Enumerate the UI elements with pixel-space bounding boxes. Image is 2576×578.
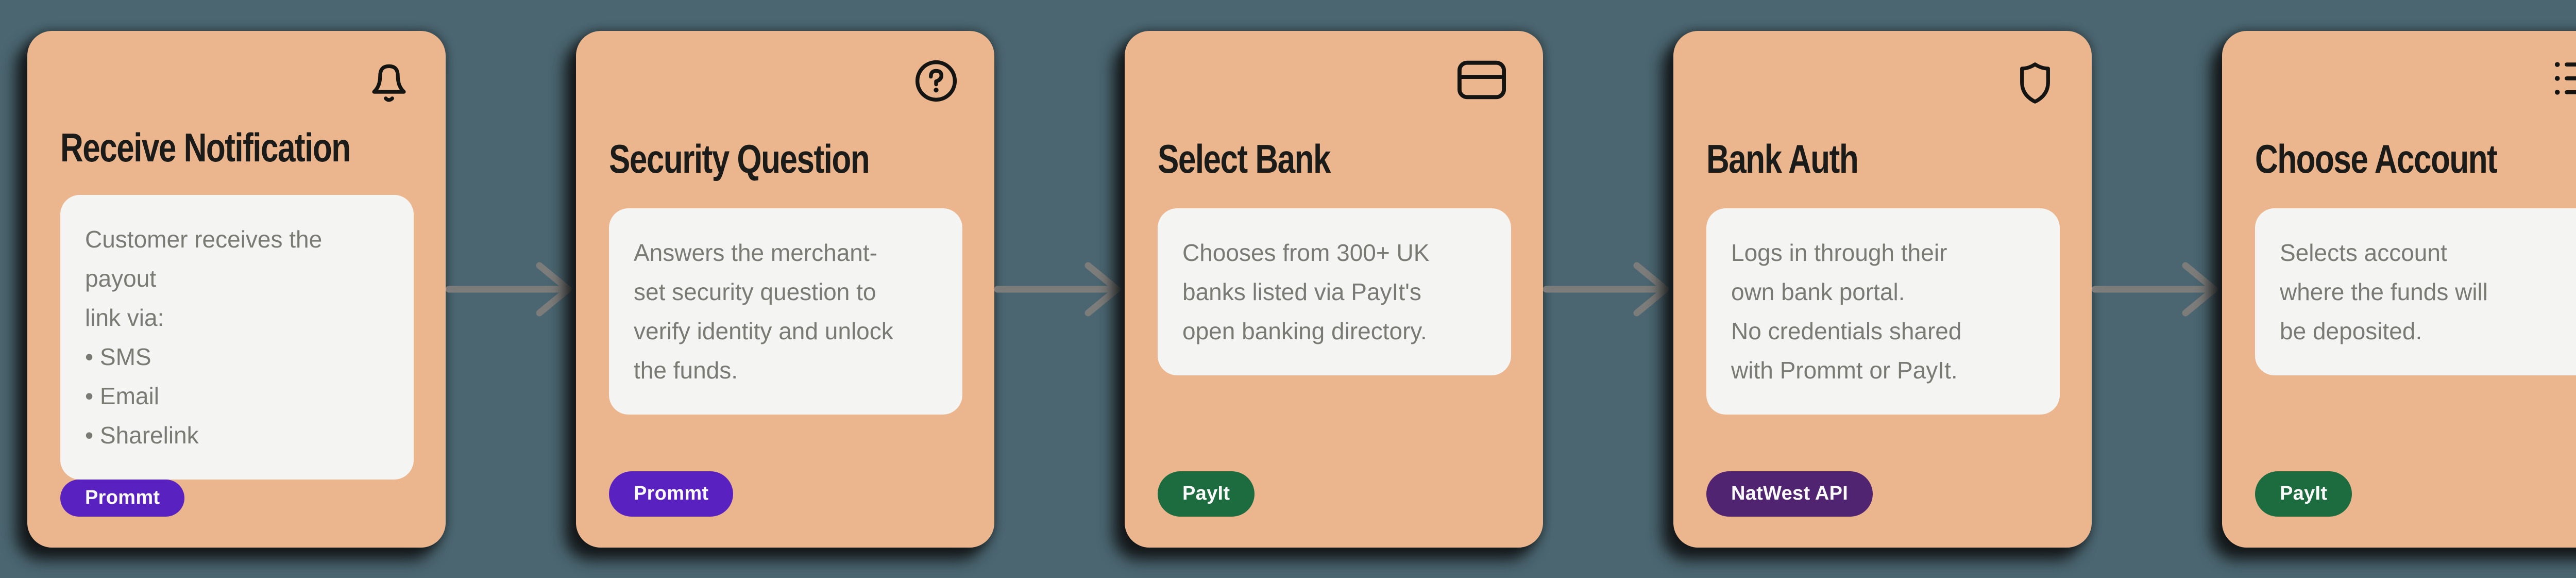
card-spacer: [1158, 375, 1511, 471]
flow-card-2: Security Question Answers the merchant-s…: [576, 30, 994, 548]
card-icon-slot: [1158, 57, 1511, 120]
card-spacer: [609, 415, 962, 471]
description-line: • Sharelink: [85, 421, 199, 449]
question-icon: [915, 60, 957, 102]
description-line: Logs in through their: [1731, 239, 1947, 266]
description-line: • SMS: [85, 343, 151, 370]
card-icon-slot: [60, 57, 414, 108]
description-line: No credentials shared: [1731, 317, 1962, 344]
provider-badge: NatWest API: [1706, 471, 1873, 517]
card-description-box: Customer receives the payout link via: • SM…: [60, 194, 414, 480]
provider-badge: PayIt: [1158, 471, 1255, 517]
credit-card-icon: [1458, 60, 1506, 99]
description-line: where the funds will: [2280, 278, 2488, 305]
card-icon-slot: [609, 57, 962, 120]
card-title-wrap: Select Bank: [1158, 137, 1511, 188]
description-line: Answers the merchant-: [634, 239, 877, 266]
card-icon-slot: [2255, 57, 2576, 120]
list-icon: [2554, 61, 2576, 95]
card-spacer: [1706, 415, 2060, 471]
description-line: own bank portal.: [1731, 278, 1905, 305]
card-title: Receive Notification: [60, 125, 351, 171]
description-line: with Prommt or PayIt.: [1731, 356, 1958, 384]
description-line: Customer receives the: [85, 225, 323, 253]
provider-badge: Prommt: [60, 479, 185, 517]
card-description-box: Chooses from 300+ UK banks listed via Pay…: [1158, 208, 1511, 375]
card-title: Select Bank: [1158, 137, 1331, 181]
card-title-wrap: Security Question: [609, 137, 962, 188]
description-line: banks listed via PayIt's: [1182, 278, 1421, 305]
description-line: Selects account: [2280, 239, 2447, 266]
flow-card-5: Choose Account Selects account where the …: [2222, 30, 2576, 548]
flow-arrow: [994, 256, 1125, 323]
arrow-right-icon: [446, 262, 572, 316]
description-line: verify identity and unlock: [634, 317, 893, 344]
arrow-right-icon: [2092, 262, 2218, 316]
flow-arrow: [446, 256, 576, 323]
flow-arrow: [1543, 256, 1673, 323]
card-title: Bank Auth: [1706, 137, 1859, 181]
flow-card-4: Bank Auth Logs in through their own bank …: [1673, 30, 2092, 548]
description-line: be deposited.: [2280, 317, 2422, 344]
description-line: the funds.: [634, 356, 738, 384]
flow-card-1: Receive Notification Customer receives t…: [27, 30, 446, 548]
description-line: set security question to: [634, 278, 876, 305]
description-line: open banking directory.: [1182, 317, 1427, 344]
card-title-wrap: Bank Auth: [1706, 137, 2060, 188]
shield-icon: [2020, 62, 2050, 104]
card-title: Security Question: [609, 137, 870, 181]
description-line: • Email: [85, 382, 159, 409]
card-description-box: Answers the merchant-set security questi…: [609, 208, 962, 415]
card-title-wrap: Receive Notification: [60, 125, 414, 174]
provider-badge: Prommt: [609, 471, 734, 517]
provider-badge: PayIt: [2255, 471, 2352, 517]
description-line: Chooses from 300+ UK: [1182, 239, 1430, 266]
card-description-box: Selects account where the funds will be de…: [2255, 208, 2576, 375]
flow-arrow: [2092, 256, 2222, 323]
card-title: Choose Account: [2255, 137, 2498, 181]
card-description-box: Logs in through their own bank portal. No …: [1706, 208, 2060, 415]
card-title-wrap: Choose Account: [2255, 137, 2576, 188]
arrow-right-icon: [1543, 262, 1669, 316]
bell-icon: [372, 64, 406, 102]
description-line: link via:: [85, 304, 164, 331]
card-spacer: [2255, 375, 2576, 471]
card-icon-slot: [1706, 57, 2060, 120]
description-line: payout: [85, 265, 157, 292]
flow-card-3: Select Bank Chooses from 300+ UK banks li…: [1125, 30, 1543, 548]
arrow-right-icon: [994, 262, 1121, 316]
